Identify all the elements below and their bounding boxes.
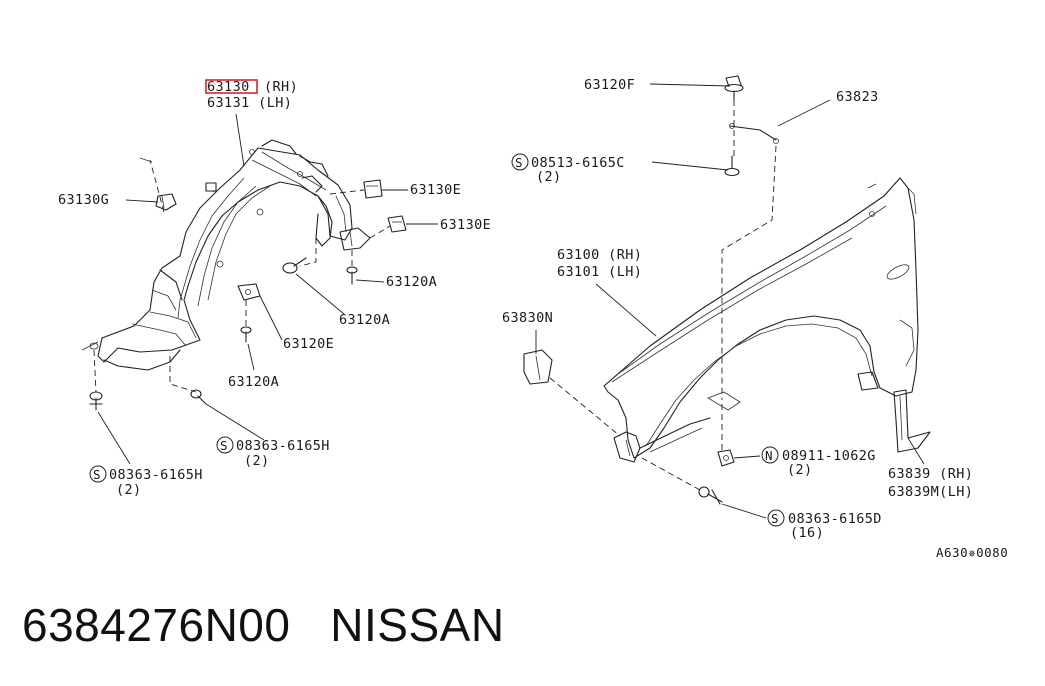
n-symbol <box>761 446 779 464</box>
label-08363-d: 08363-6165D <box>788 511 882 527</box>
highlight-box <box>205 79 258 94</box>
label-63120a-b: 63120A <box>339 312 390 328</box>
label-63131: 63131 (LH) <box>207 95 292 111</box>
label-63130g: 63130G <box>58 192 109 208</box>
s-letter: S <box>515 155 523 170</box>
label-63830n: 63830N <box>502 310 553 326</box>
label-08363-h-b-qty: (2) <box>116 482 142 498</box>
label-63120f: 63120F <box>584 77 635 93</box>
label-08363-h-a: 08363-6165H <box>236 438 330 454</box>
s-symbol <box>216 436 234 454</box>
label-63120a-a: 63120A <box>386 274 437 290</box>
label-63839m: 63839M(LH) <box>888 484 973 500</box>
label-63130e-a: 63130E <box>410 182 461 198</box>
label-08911: 08911-1062G <box>782 448 876 464</box>
right-leaders <box>535 83 925 519</box>
s-letter: S <box>220 438 228 453</box>
fender-drawing <box>603 177 919 463</box>
label-08363-h-a-qty: (2) <box>244 453 270 469</box>
label-63130-rh: (RH) <box>264 79 298 95</box>
label-08513-qty: (2) <box>536 169 562 185</box>
right-labels: 63120F 63823 S 08513-6165C (2) 63100 (RH… <box>502 77 1008 560</box>
label-63130: 63130 <box>207 79 250 95</box>
label-63101: 63101 (LH) <box>557 264 642 280</box>
label-08363-d-qty: (16) <box>790 525 824 541</box>
n-letter: N <box>765 448 773 463</box>
label-63120e: 63120E <box>283 336 334 352</box>
label-08911-qty: (2) <box>787 462 813 478</box>
part-number-caption: 6384276N00 NISSAN <box>22 599 505 651</box>
s-letter: S <box>93 467 101 482</box>
left-labels: 63130 (RH) 63131 (LH) 63130G 63130E 6313… <box>58 79 491 498</box>
s-symbol <box>511 153 529 171</box>
label-08363-h-b: 08363-6165H <box>109 467 203 483</box>
label-63130e-b: 63130E <box>440 217 491 233</box>
label-63120a-c: 63120A <box>228 374 279 390</box>
label-63823: 63823 <box>836 89 879 105</box>
label-63100: 63100 (RH) <box>557 247 642 263</box>
s-symbol <box>767 509 785 527</box>
label-63839: 63839 (RH) <box>888 466 973 482</box>
diagram-reference: A630✵0080 <box>936 545 1008 560</box>
label-08513: 08513-6165C <box>531 155 625 171</box>
left-fasteners <box>81 157 407 411</box>
right-fasteners <box>523 75 931 505</box>
s-symbol <box>89 465 107 483</box>
left-leaders <box>97 113 438 465</box>
s-letter: S <box>771 511 779 526</box>
